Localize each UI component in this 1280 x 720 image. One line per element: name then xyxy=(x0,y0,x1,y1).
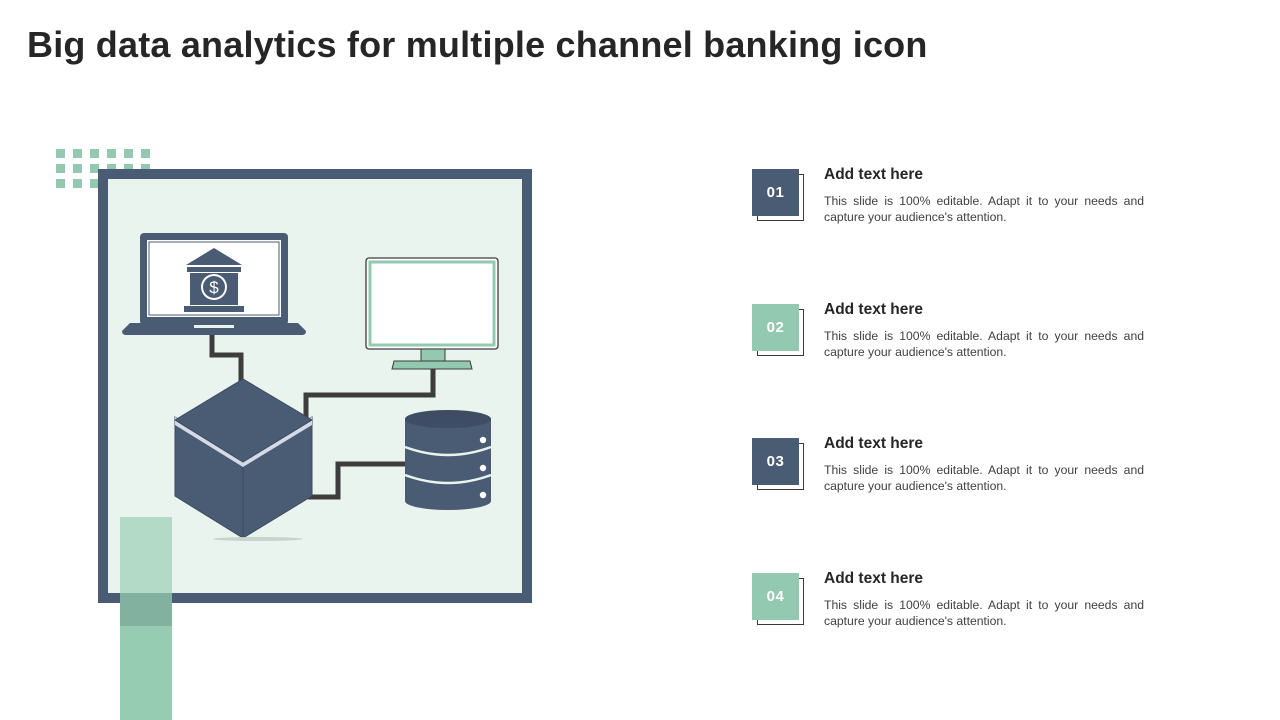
connector-lines xyxy=(209,327,436,500)
item-title: Add text here xyxy=(824,435,924,452)
number-badge: 04 xyxy=(752,573,806,627)
number-badge-label: 04 xyxy=(752,573,799,620)
text-item-2: 02 Add text here This slide is 100% edit… xyxy=(752,301,1172,404)
number-badge-label: 03 xyxy=(752,438,799,485)
number-badge-label: 02 xyxy=(752,304,799,351)
cube-icon xyxy=(174,378,313,541)
decorative-bar-overlap xyxy=(120,593,172,626)
item-title: Add text here xyxy=(824,570,924,587)
number-badge-label: 01 xyxy=(752,169,799,216)
number-badge: 03 xyxy=(752,438,806,492)
banking-network-illustration: $ xyxy=(122,233,499,541)
item-title: Add text here xyxy=(824,301,924,318)
item-description: This slide is 100% editable. Adapt it to… xyxy=(824,194,1144,224)
monitor-icon xyxy=(365,257,499,370)
number-badge: 01 xyxy=(752,169,806,223)
page-title: Big data analytics for multiple channel … xyxy=(27,24,928,65)
item-description: This slide is 100% editable. Adapt it to… xyxy=(824,598,1144,628)
number-badge: 02 xyxy=(752,304,806,358)
text-item-1: 01 Add text here This slide is 100% edit… xyxy=(752,166,1172,269)
database-icon xyxy=(404,410,492,510)
illustration-frame: $ xyxy=(98,169,532,603)
item-description: This slide is 100% editable. Adapt it to… xyxy=(824,329,1144,359)
text-item-3: 03 Add text here This slide is 100% edit… xyxy=(752,435,1172,538)
dollar-icon: $ xyxy=(209,278,219,297)
text-item-4: 04 Add text here This slide is 100% edit… xyxy=(752,570,1172,673)
item-title: Add text here xyxy=(824,166,924,183)
illustration-background: $ xyxy=(108,179,522,593)
bank-icon: $ xyxy=(184,248,244,312)
item-description: This slide is 100% editable. Adapt it to… xyxy=(824,463,1144,493)
